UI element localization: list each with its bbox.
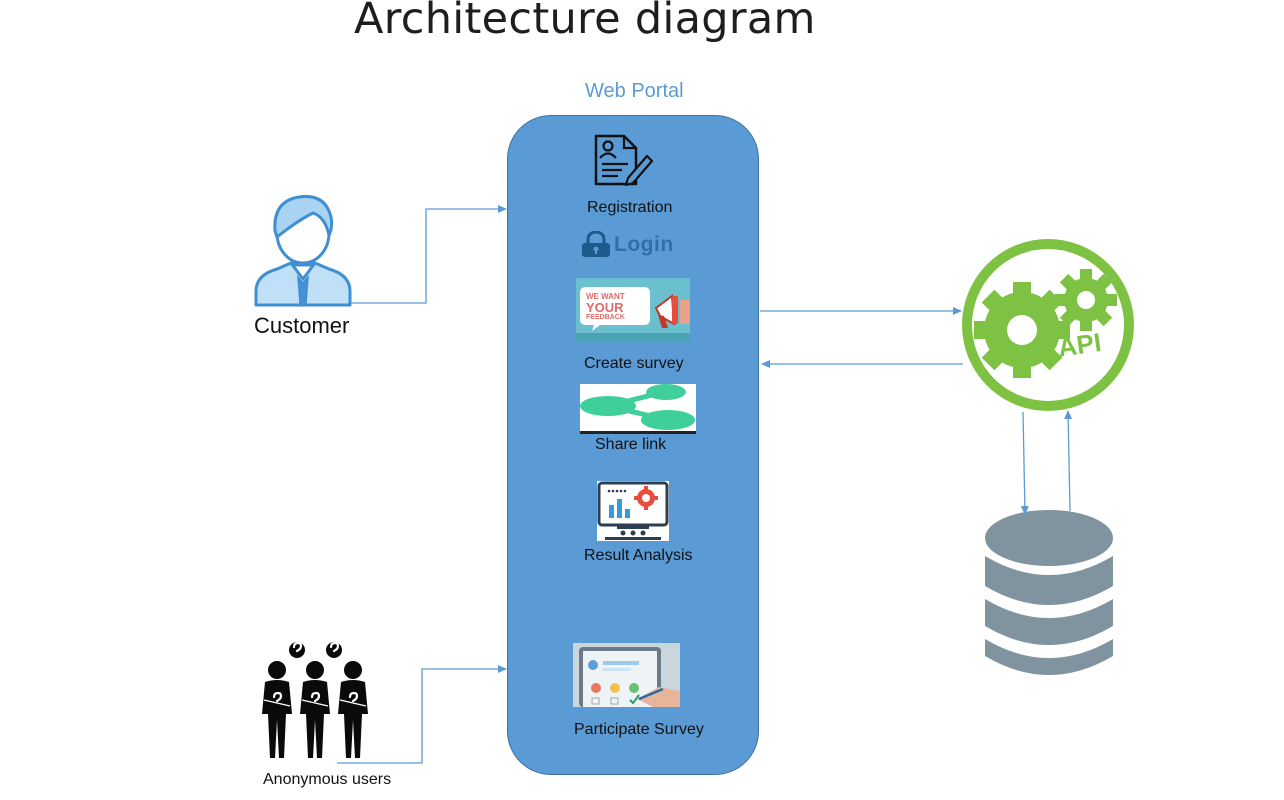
participate-survey-label[interactable]: Participate Survey bbox=[574, 721, 704, 738]
anonymous-users-icon bbox=[262, 641, 368, 758]
customer-icon bbox=[254, 194, 352, 308]
lock-icon bbox=[582, 231, 610, 257]
feedback-text-3: FEEDBACK bbox=[586, 314, 625, 321]
database-icon bbox=[985, 510, 1113, 675]
create-survey-label[interactable]: Create survey bbox=[584, 355, 684, 372]
result-analysis-icon bbox=[597, 481, 669, 541]
api-gear-icon bbox=[962, 239, 1134, 411]
participate-survey-icon bbox=[573, 643, 680, 707]
result-analysis-label[interactable]: Result Analysis bbox=[584, 547, 693, 564]
feedback-text-2: YOUR bbox=[586, 300, 624, 315]
anonymous-users-label: Anonymous users bbox=[263, 771, 392, 788]
customer-label: Customer bbox=[254, 313, 350, 338]
share-link-icon bbox=[580, 384, 696, 434]
feedback-image: WE WANT YOUR FEEDBACK bbox=[576, 278, 690, 342]
registration-icon bbox=[594, 134, 654, 187]
login-label[interactable]: Login bbox=[614, 233, 674, 256]
page-title: Architecture diagram bbox=[354, 0, 816, 44]
share-link-label[interactable]: Share link bbox=[595, 436, 667, 453]
feedback-text-1: WE WANT bbox=[586, 292, 625, 301]
registration-label: Registration bbox=[587, 199, 673, 216]
portal-title: Web Portal bbox=[585, 80, 684, 102]
